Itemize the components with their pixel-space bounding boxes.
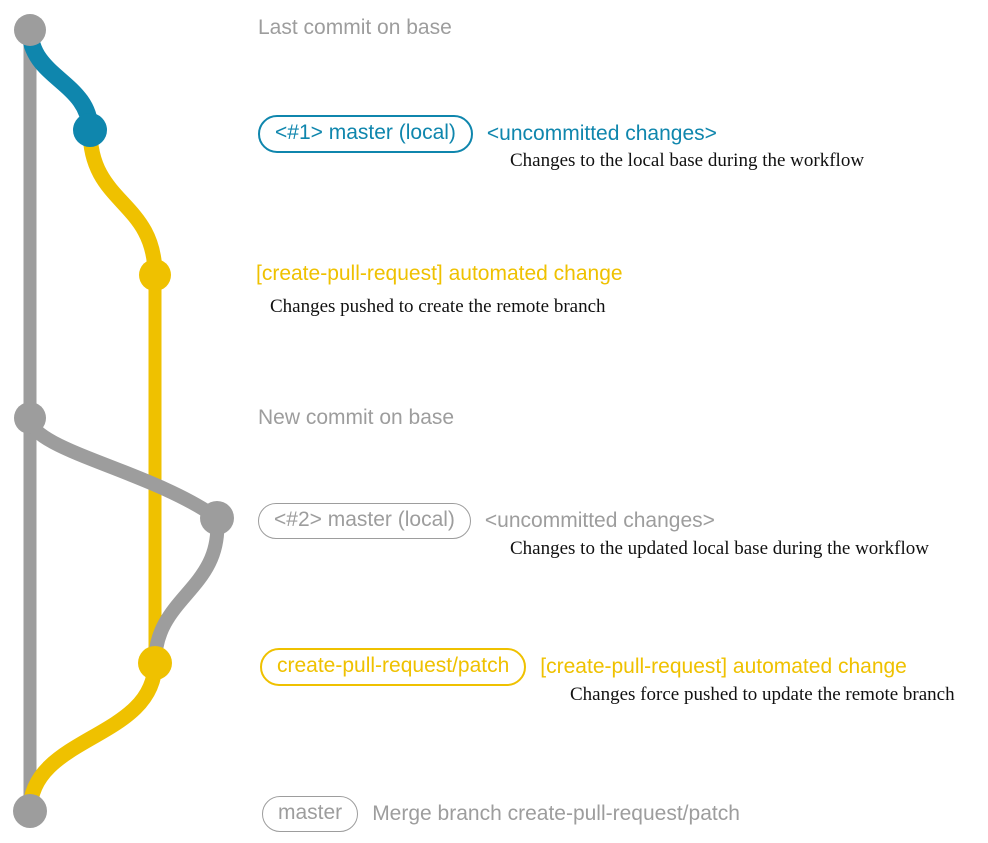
commit-description-automated-2: Changes force pushed to update the remot… xyxy=(570,684,955,705)
commit-node-automated-change-update[interactable] xyxy=(138,646,172,680)
row-automated-1: [create-pull-request] automated change xyxy=(256,262,623,286)
row-local-2: <#2> master (local) <uncommitted changes… xyxy=(258,503,715,539)
row-last-commit: Last commit on base xyxy=(258,16,452,40)
commit-description-local-2: Changes to the updated local base during… xyxy=(510,538,929,559)
commit-node-local-uncommitted-2[interactable] xyxy=(200,501,234,535)
commit-headline-automated-2: [create-pull-request] automated change xyxy=(540,655,907,678)
branch-pill-master-local-2[interactable]: <#2> master (local) xyxy=(258,503,471,539)
edge-local2-to-patch2 xyxy=(148,511,225,670)
commit-node-local-uncommitted-1[interactable] xyxy=(73,113,107,147)
commit-description-automated-1: Changes pushed to create the remote bran… xyxy=(270,296,606,317)
row-local-1: <#1> master (local) <uncommitted changes… xyxy=(258,115,717,153)
commit-description-local-1: Changes to the local base during the wor… xyxy=(510,150,865,171)
commit-node-automated-change-create[interactable] xyxy=(139,259,171,291)
commit-headline-last-commit: Last commit on base xyxy=(258,16,452,39)
row-merge: master Merge branch create-pull-request/… xyxy=(262,796,740,832)
commit-headline-merge: Merge branch create-pull-request/patch xyxy=(372,802,740,825)
commit-node-new-commit-on-base[interactable] xyxy=(14,402,46,434)
commit-headline-new-commit: New commit on base xyxy=(258,406,455,429)
commit-headline-local-2: <uncommitted changes> xyxy=(484,509,715,532)
commit-node-merge-commit[interactable] xyxy=(13,794,47,828)
branch-pill-master-local-1[interactable]: <#1> master (local) xyxy=(258,115,473,153)
branch-pill-master[interactable]: master xyxy=(262,796,359,832)
edge-local1-to-patch1 xyxy=(82,122,163,283)
edge-patch2-to-merge xyxy=(22,655,163,819)
commit-headline-automated-1: [create-pull-request] automated change xyxy=(256,262,623,285)
commit-node-last-commit-on-base[interactable] xyxy=(14,14,46,46)
commit-headline-local-1: <uncommitted changes> xyxy=(486,122,717,145)
row-automated-2: create-pull-request/patch [create-pull-r… xyxy=(260,648,907,686)
row-new-commit: New commit on base xyxy=(258,406,454,430)
branch-pill-create-pull-request-patch[interactable]: create-pull-request/patch xyxy=(260,648,527,686)
